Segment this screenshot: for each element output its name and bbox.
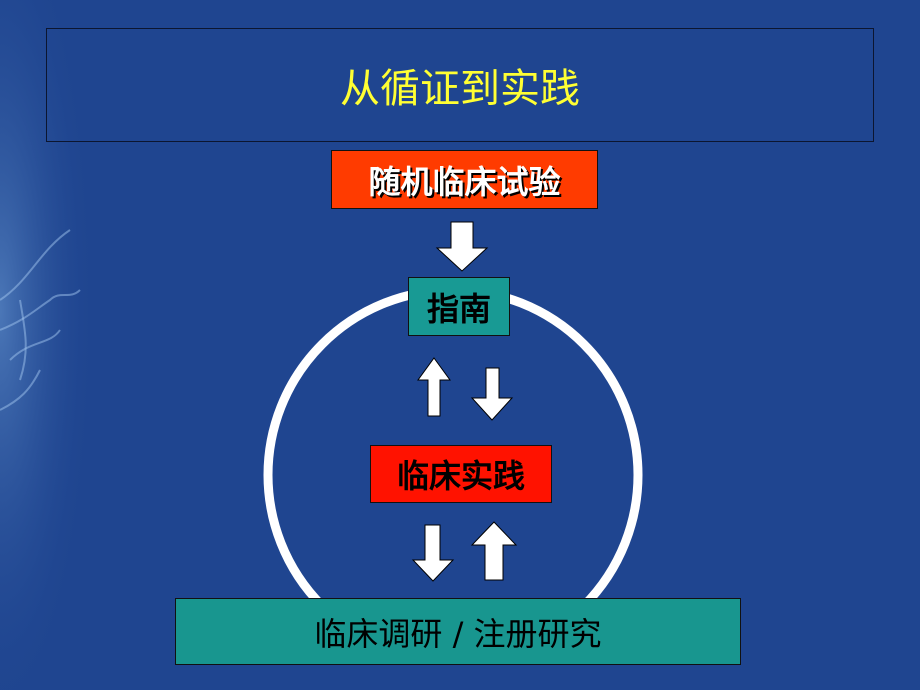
practice-box: 临床实践 [370,445,552,503]
title-box: 从循证到实践 [46,28,874,142]
registry-label: 临床调研 / 注册研究 [314,614,602,653]
guideline-box: 指南 [408,277,510,336]
arrow-down-practice-to-registry [411,524,455,582]
arrow-up-practice-to-guideline [417,357,451,417]
practice-label: 临床实践 [396,457,525,495]
page-title: 从循证到实践 [340,66,580,112]
arrow-down-rct-to-guideline [435,221,489,272]
arrow-up-registry-to-practice [470,521,518,581]
guideline-label: 指南 [426,289,491,328]
rct-box: 随机临床试验 [331,150,598,209]
rct-label: 随机临床试验 [368,162,561,201]
registry-box: 临床调研 / 注册研究 [175,598,741,665]
arrow-down-guideline-to-practice [470,367,514,421]
